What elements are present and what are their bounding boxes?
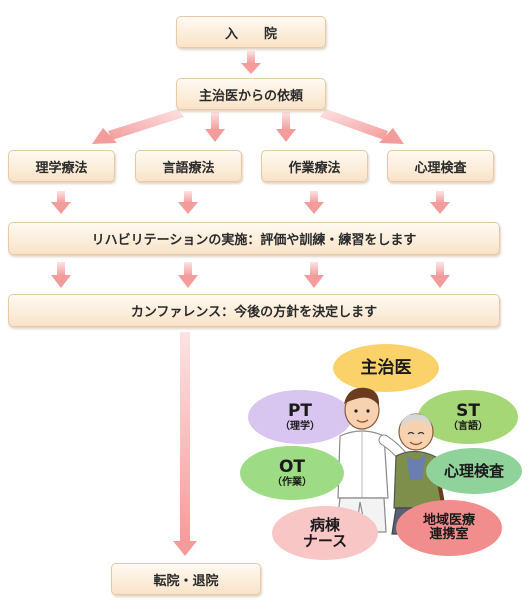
- ward-nurse-label-line2: ナース: [302, 532, 348, 550]
- implementation-box: リハビリテーションの実施：評価や訓練・練習をします: [8, 222, 500, 255]
- psych-label: 心理検査: [443, 461, 504, 480]
- conference-box: カンファレンス：今後の方針を決定します: [8, 294, 500, 327]
- admission-box: 入 院: [176, 16, 326, 48]
- arrow-implementation-to-conference-2: [178, 262, 198, 288]
- liaison-bubble: 地域医療 連携室: [396, 500, 502, 556]
- ot-bubble: OT （作業）: [240, 446, 344, 500]
- arrow-speech-to-implementation: [178, 191, 198, 214]
- arrow-request-to-speech: [205, 112, 225, 142]
- dept-occupational-box: 作業療法: [261, 150, 368, 182]
- ward-nurse-label-line1: 病棟: [309, 515, 340, 534]
- st-label: ST: [456, 400, 480, 421]
- st-sublabel: （言語）: [448, 421, 488, 433]
- dept-speech-label: 言語療法: [162, 160, 215, 176]
- conference-label: カンファレンス：今後の方針を決定します: [130, 305, 378, 320]
- discharge-label: 転院・退院: [153, 573, 219, 589]
- arrow-request-to-psych: [320, 109, 404, 144]
- liaison-label-line2: 連携室: [429, 527, 469, 542]
- arrow-physical-to-implementation: [51, 191, 71, 214]
- pt-sublabel: （理学）: [280, 421, 320, 433]
- ward-nurse-bubble: 病棟 ナース: [272, 506, 378, 560]
- doctor-label: 主治医: [360, 357, 412, 378]
- dept-occupational-label: 作業療法: [288, 160, 341, 176]
- psych-bubble: 心理検査: [426, 448, 522, 494]
- dept-physical-label: 理学療法: [35, 160, 88, 176]
- dept-psych-box: 心理検査: [387, 150, 494, 182]
- pt-bubble: PT （理学）: [248, 390, 352, 444]
- liaison-label-line1: 地域医療: [422, 512, 475, 528]
- admission-label: 入 院: [224, 26, 277, 42]
- implementation-label: リハビリテーションの実施：評価や訓練・練習をします: [91, 233, 417, 248]
- arrow-occupational-to-implementation: [304, 191, 324, 214]
- request-label: 主治医からの依頼: [198, 88, 303, 104]
- ot-sublabel: （作業）: [272, 477, 312, 489]
- pt-label: PT: [287, 400, 313, 421]
- arrow-implementation-to-conference-4: [430, 262, 450, 288]
- request-box: 主治医からの依頼: [176, 78, 326, 110]
- st-bubble: ST （言語）: [418, 390, 518, 444]
- dept-psych-label: 心理検査: [414, 160, 467, 176]
- ot-label: OT: [278, 456, 306, 477]
- arrow-implementation-to-conference-3: [304, 262, 324, 288]
- arrow-implementation-to-conference-1: [51, 262, 71, 288]
- doctor-bubble: 主治医: [333, 344, 439, 392]
- arrow-request-to-occupational: [276, 112, 296, 142]
- arrow-admission-to-request: [241, 51, 261, 74]
- arrow-request-to-physical: [92, 109, 184, 144]
- dept-speech-box: 言語療法: [135, 150, 242, 182]
- arrow-psych-to-implementation: [430, 191, 450, 214]
- discharge-box: 転院・退院: [111, 563, 261, 595]
- arrow-conference-to-discharge: [173, 332, 197, 556]
- dept-physical-box: 理学療法: [8, 150, 115, 182]
